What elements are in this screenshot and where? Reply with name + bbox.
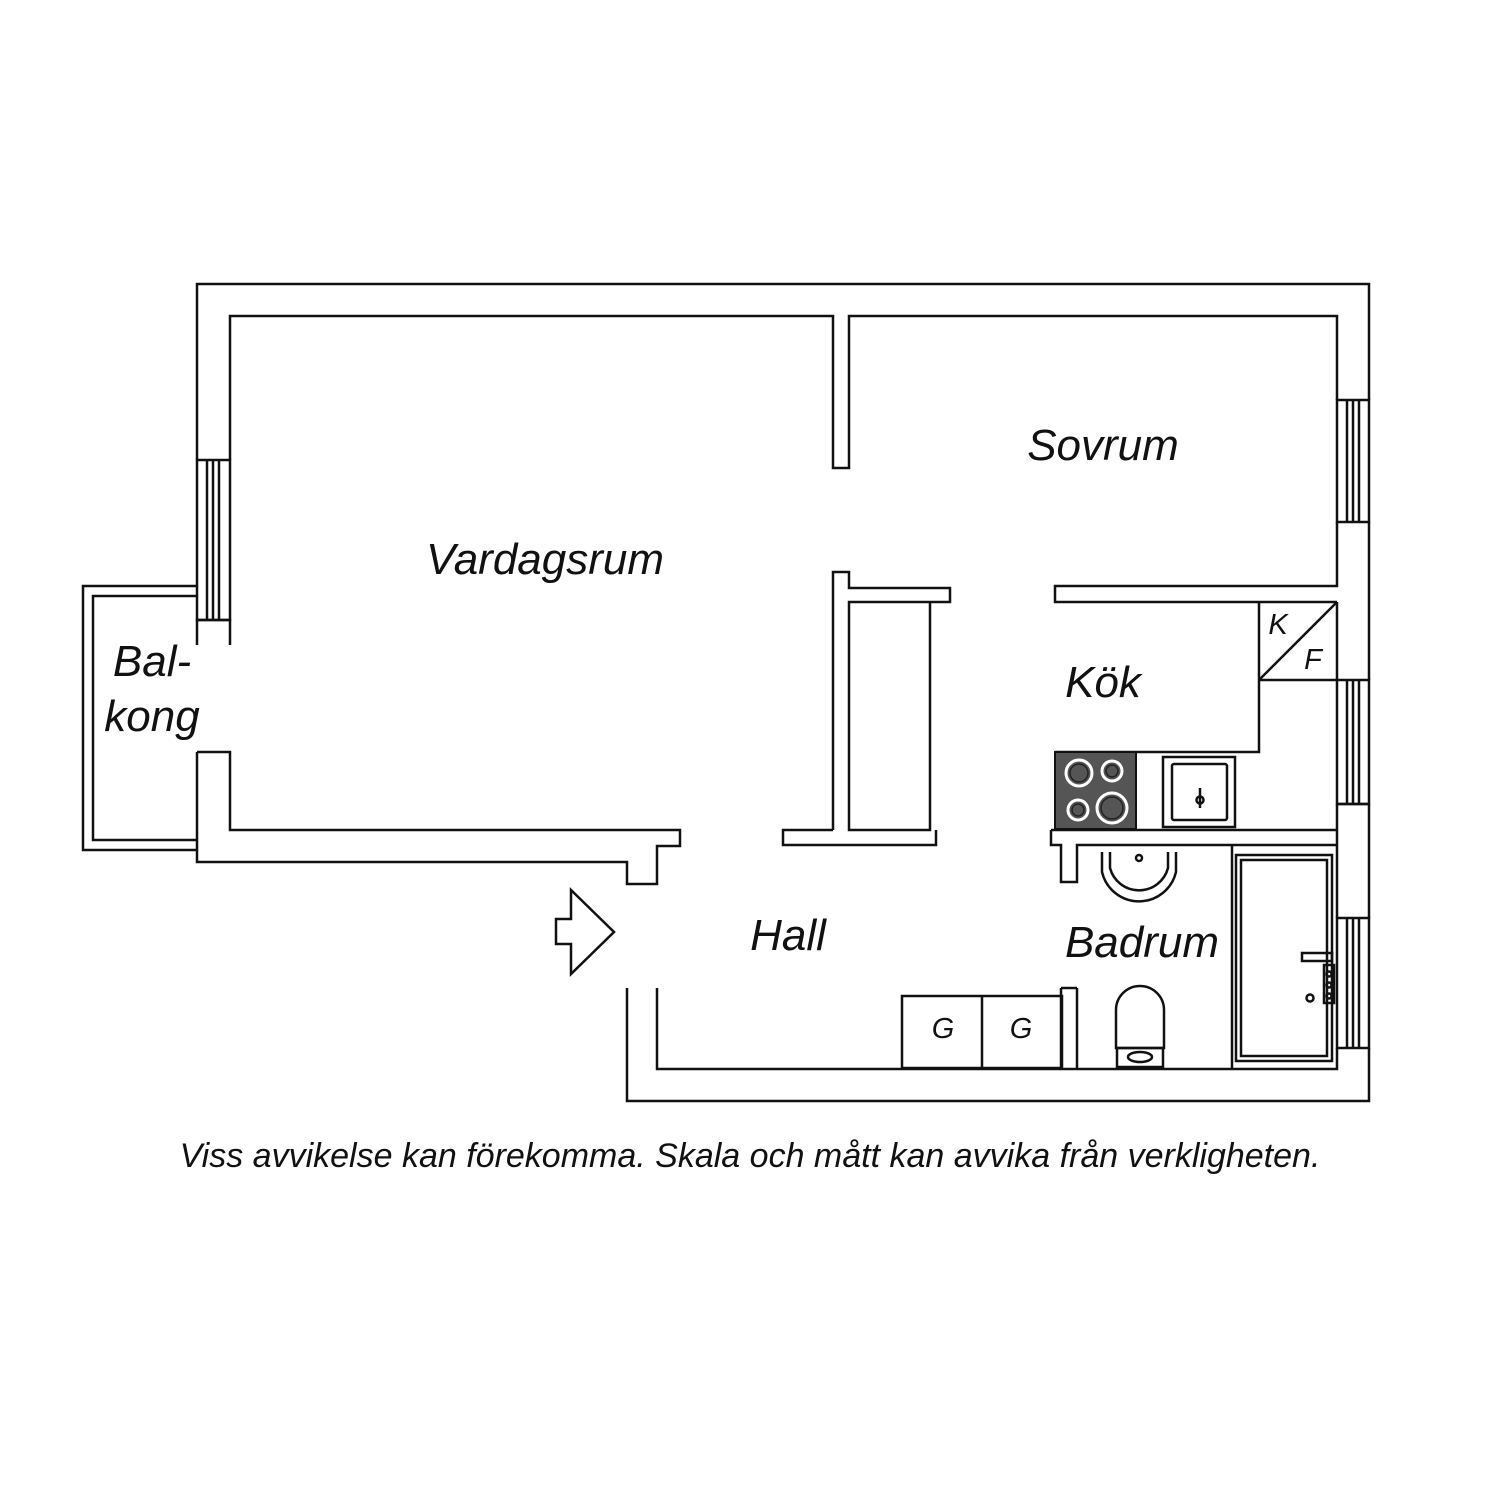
entrance-arrow-icon bbox=[554, 887, 616, 977]
wardrobes bbox=[900, 994, 1064, 1070]
room-label-balkong-line2: kong bbox=[104, 692, 200, 741]
balcony-outline bbox=[81, 584, 197, 852]
fridge-label: K bbox=[1268, 609, 1289, 641]
room-label-badrum: Badrum bbox=[1065, 918, 1219, 967]
stove bbox=[1054, 751, 1137, 830]
room-label-sovrum: Sovrum bbox=[1027, 421, 1179, 470]
fridge-freezer bbox=[1258, 601, 1338, 682]
freezer-label: F bbox=[1304, 644, 1324, 676]
room-label-kok: Kök bbox=[1065, 658, 1143, 707]
wardrobe-label-1: G bbox=[932, 1013, 955, 1045]
windows bbox=[195, 398, 1371, 1050]
room-label-hall: Hall bbox=[750, 911, 827, 960]
disclaimer-text: Viss avvikelse kan förekomma. Skala och … bbox=[179, 1137, 1321, 1175]
wardrobe-label-2: G bbox=[1010, 1013, 1033, 1045]
bathtub bbox=[1234, 853, 1336, 1063]
wash-basin bbox=[1100, 852, 1178, 903]
kitchen-sink bbox=[1161, 755, 1237, 829]
outer-walls bbox=[195, 282, 1371, 1103]
toilet bbox=[1114, 984, 1166, 1069]
room-label-vardagsrum: Vardagsrum bbox=[426, 535, 664, 584]
room-label-balkong-line1: Bal- bbox=[113, 637, 191, 686]
